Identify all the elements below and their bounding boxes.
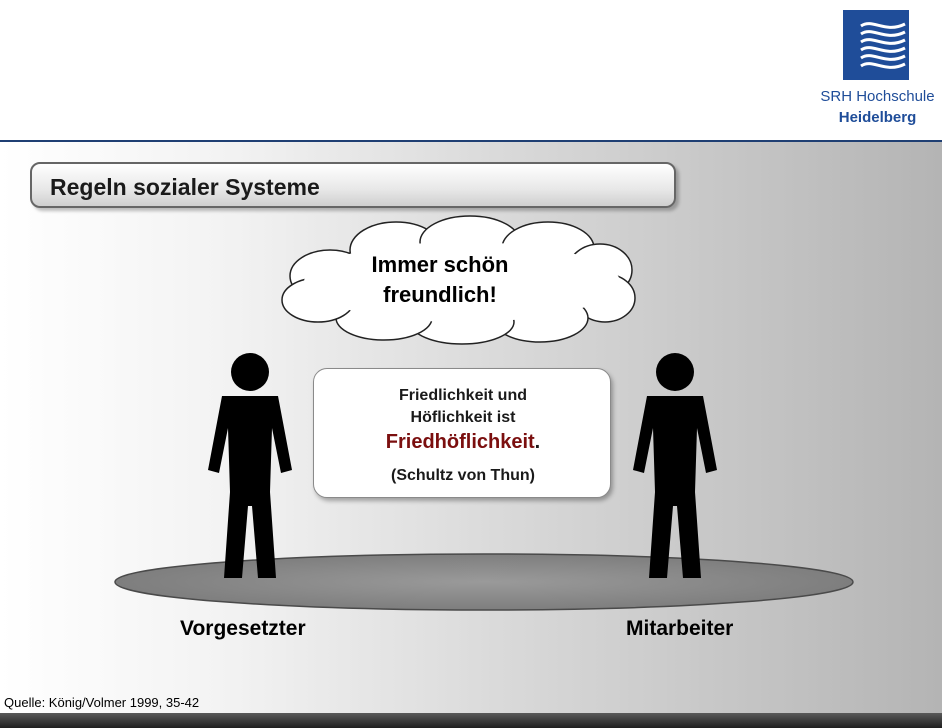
srh-logo: SRH Hochschule Heidelberg: [820, 8, 935, 133]
person-right-icon: [633, 353, 717, 578]
logo-text-line2: Heidelberg: [838, 109, 917, 126]
quote-punctuation: .: [534, 431, 541, 453]
slide-header: [0, 0, 942, 141]
thought-bubble-text: Immer schön freundlich!: [340, 250, 540, 310]
slide-title: Regeln sozialer Systeme: [50, 174, 320, 200]
person-left-icon: [208, 353, 292, 578]
quote-line-1: Friedlichkeit und: [398, 387, 527, 404]
quote-author: (Schultz von Thun): [391, 467, 535, 484]
quote-highlight-line: Friedhöflichkeit.: [314, 431, 612, 454]
role-label-right: Mitarbeiter: [626, 617, 734, 640]
quote-box: Friedlichkeit und Höflichkeit ist Friedh…: [313, 368, 611, 498]
thought-line-1: Immer schön: [371, 252, 509, 277]
header-divider: [0, 140, 942, 142]
bottom-bar: [0, 713, 942, 728]
floor-ellipse: [114, 553, 854, 611]
logo-wave-icon: [843, 10, 909, 80]
title-box: Regeln sozialer Systeme: [30, 162, 676, 208]
quote-highlight-word: Friedhöflichkeit: [385, 431, 535, 453]
source-citation: Quelle: König/Volmer 1999, 35-42: [4, 695, 200, 710]
role-label-left: Vorgesetzter: [180, 617, 306, 640]
quote-line-2: Höflichkeit ist: [410, 409, 516, 426]
thought-cloud: [281, 215, 636, 345]
thought-line-2: freundlich!: [383, 282, 497, 307]
logo-text-line1: SRH Hochschule: [820, 88, 935, 105]
